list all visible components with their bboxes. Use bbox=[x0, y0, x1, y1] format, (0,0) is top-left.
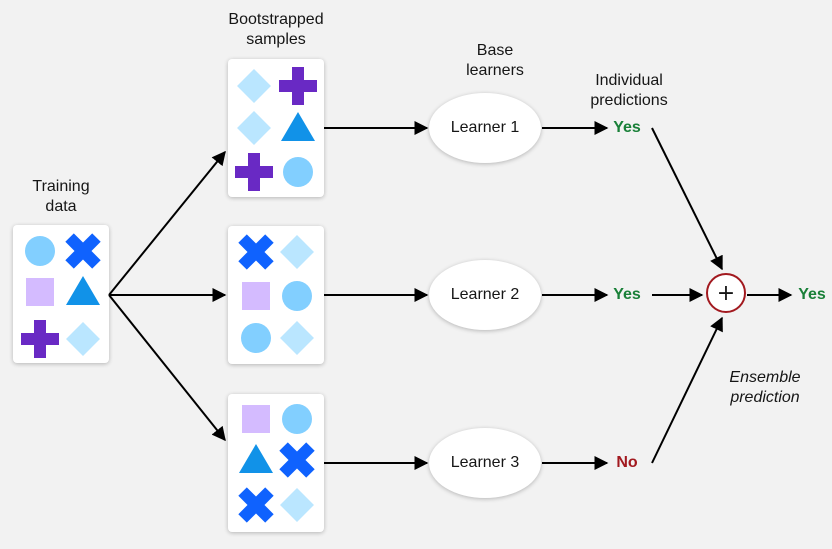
arrow-prediction-3-to-combiner bbox=[651, 316, 723, 464]
arrow-to-sample-1 bbox=[108, 150, 226, 296]
bootstrapped-samples-label: Bootstrapped samples bbox=[228, 11, 324, 48]
prediction-3: No bbox=[616, 454, 638, 471]
ensemble-combiner: + bbox=[706, 273, 746, 313]
individual-predictions-label: Individual predictions bbox=[590, 72, 668, 109]
base-learners-label: Base learners bbox=[466, 42, 524, 79]
prediction-1: Yes bbox=[613, 119, 641, 136]
training-data-label: Training data bbox=[32, 178, 90, 215]
learner-3: Learner 3 bbox=[429, 428, 541, 498]
learner-1: Learner 1 bbox=[429, 93, 541, 163]
plus-icon: + bbox=[716, 280, 736, 306]
arrow-prediction-1-to-combiner bbox=[651, 127, 723, 271]
learner-2: Learner 2 bbox=[429, 260, 541, 330]
arrow-to-sample-3 bbox=[108, 294, 226, 442]
ensemble-prediction-label: Ensemble prediction bbox=[729, 369, 801, 406]
final-prediction: Yes bbox=[798, 286, 826, 303]
prediction-2: Yes bbox=[613, 286, 641, 303]
